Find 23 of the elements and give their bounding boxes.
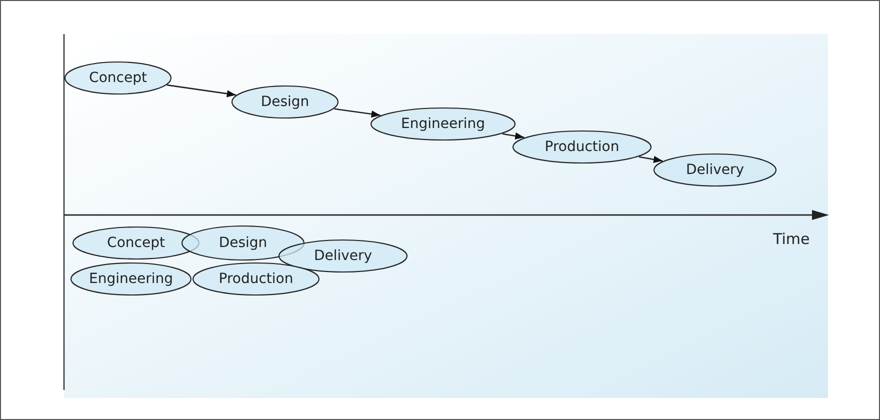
- stage-label: Design: [260, 95, 310, 109]
- arrow: [167, 84, 236, 98]
- stage-ellipse: [653, 153, 777, 187]
- stage-ellipse: [278, 239, 408, 273]
- stage-label: Design: [218, 236, 268, 250]
- stage-label: Concept: [89, 71, 147, 85]
- stage-label: Engineering: [401, 117, 485, 131]
- stage-ellipse: [370, 107, 516, 141]
- stage-ellipse: [231, 85, 339, 119]
- stage-label: Concept: [107, 236, 165, 250]
- arrow: [502, 132, 524, 140]
- stage-ellipse: [512, 130, 652, 164]
- axis-label: Time: [773, 230, 810, 248]
- stage-label: Production: [218, 272, 294, 286]
- arrow: [334, 108, 380, 118]
- arrow: [638, 156, 663, 163]
- stage-ellipse: [70, 262, 192, 296]
- stage-ellipse: [192, 262, 320, 296]
- stage-label: Delivery: [314, 249, 372, 263]
- stage-label: Engineering: [89, 272, 173, 286]
- stage-label: Delivery: [686, 163, 744, 177]
- stage-ellipse: [64, 61, 172, 95]
- stage-label: Production: [544, 140, 620, 154]
